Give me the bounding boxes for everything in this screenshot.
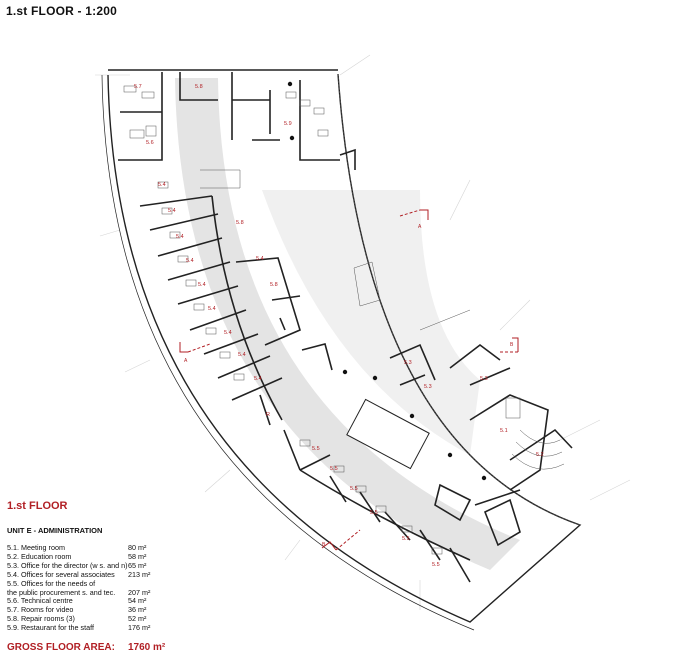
room-name: 5.5. Offices for the needs of <box>7 578 96 588</box>
room-label: 5.4 <box>176 234 184 240</box>
room-row: 5.6. Technical centre 54 m² <box>7 597 207 606</box>
room-labels: 5.7 5.8 5.9 5.6 5.4 5.4 5.4 5.4 5.4 5.4 … <box>134 84 544 568</box>
curtain-wall <box>337 73 581 526</box>
outer-wall-inner <box>101 74 475 631</box>
room-name: 5.3. Office for the director (w s. and n… <box>7 560 128 570</box>
room-label: 5.5 <box>330 466 338 472</box>
room-area: 176 m² <box>128 623 151 633</box>
room-label: 5.5 <box>312 446 320 452</box>
room-name: 5.1. Meeting room <box>7 543 65 552</box>
room-area: 207 m² <box>128 587 151 597</box>
room-label: 5.4 <box>158 182 166 188</box>
gross-area-label: GROSS FLOOR AREA: <box>7 642 115 654</box>
atrium-floor <box>262 190 480 455</box>
gross-floor-area: GROSS FLOOR AREA: 1760 m² <box>7 642 207 653</box>
room-label: 5.5 <box>350 486 358 492</box>
room-label: 5.4 <box>224 330 232 336</box>
section-label-b-top: B <box>510 342 514 348</box>
room-label: 5.5 <box>370 510 378 516</box>
room-label: 5.3 <box>480 376 488 382</box>
room-label: 5.4 <box>198 282 206 288</box>
room-area: 65 m² <box>128 560 147 570</box>
room-row: 5.3. Office for the director (w s. and n… <box>7 560 207 571</box>
room-name: 5.4. Offices for several associates <box>7 569 115 579</box>
room-name: the public procurement s. and tec. <box>7 587 116 597</box>
structural-columns <box>287 81 487 481</box>
section-label-a-right: A <box>418 224 422 230</box>
room-label: 5.4 <box>186 258 194 264</box>
furniture-lines <box>123 85 565 555</box>
legend: 1.st FLOOR UNIT E - ADMINISTRATION 5.1. … <box>7 500 207 653</box>
floor-heading: 1.st FLOOR <box>7 500 68 512</box>
sheet-title: 1.st FLOOR - 1:200 <box>6 4 117 18</box>
room-label: 5.3 <box>424 384 432 390</box>
unit-heading: UNIT E - ADMINISTRATION <box>7 526 103 535</box>
room-label: 5.8 <box>236 220 244 226</box>
room-name: 5.8. Repair rooms (3) <box>7 614 75 624</box>
room-name: 5.6. Technical centre <box>7 596 73 606</box>
room-area: 58 m² <box>128 551 147 561</box>
room-label: 5.8 <box>270 282 278 288</box>
room-area: 80 m² <box>128 543 147 552</box>
room-label: 5.5 <box>432 562 440 568</box>
corridor <box>175 78 520 570</box>
gross-area-value: 1760 m² <box>128 642 166 654</box>
section-label-a-left: A <box>184 358 188 364</box>
room-label: 5.3 <box>404 360 412 366</box>
room-row: 5.5. Offices for the needs of <box>7 578 207 589</box>
room-name: 5.2. Education room <box>7 551 72 561</box>
room-schedule: 5.1. Meeting room 80 m² 5.2. Education ro… <box>7 543 207 633</box>
room-area: 36 m² <box>128 605 147 615</box>
room-label: 5.5 <box>402 536 410 542</box>
room-row: 5.8. Repair rooms (3) 52 m² <box>7 614 207 624</box>
room-label: 5.6 <box>146 140 154 146</box>
room-name: 5.9. Restaurant for the staff <box>7 623 94 633</box>
room-label: 5.9 <box>284 121 292 127</box>
room-row: the public procurement s. and tec. 207 m² <box>7 587 207 598</box>
room-label: 5.1 <box>500 428 508 434</box>
room-label: 5.7 <box>134 84 142 90</box>
room-name: 5.7. Rooms for video <box>7 605 74 615</box>
room-row: 5.7. Rooms for video 36 m² <box>7 605 207 615</box>
room-label: R <box>266 412 270 418</box>
room-label: 5.4 <box>238 352 246 358</box>
room-label: 5.8 <box>195 84 203 90</box>
room-label: 5.2 <box>536 452 544 458</box>
room-label: 5.4 <box>254 376 262 382</box>
interior-walls <box>118 72 573 583</box>
room-row: 5.1. Meeting room 80 m² <box>7 543 207 553</box>
room-row: 5.4. Offices for several associates 213 m… <box>7 569 207 580</box>
section-label-b-bottom: B <box>322 542 326 548</box>
room-area: 54 m² <box>128 596 147 606</box>
room-label: 5.4 <box>208 306 216 312</box>
section-markers <box>179 209 519 551</box>
room-area: 213 m² <box>128 569 151 579</box>
room-label: 5.4 <box>256 256 264 262</box>
room-label: 5.4 <box>168 208 176 214</box>
room-row: 5.2. Education room 58 m² <box>7 551 207 562</box>
atrium-void <box>346 398 430 470</box>
room-row: 5.9. Restaurant for the staff 176 m² <box>7 623 207 633</box>
construction-lines <box>95 54 631 610</box>
room-area: 52 m² <box>128 614 147 624</box>
